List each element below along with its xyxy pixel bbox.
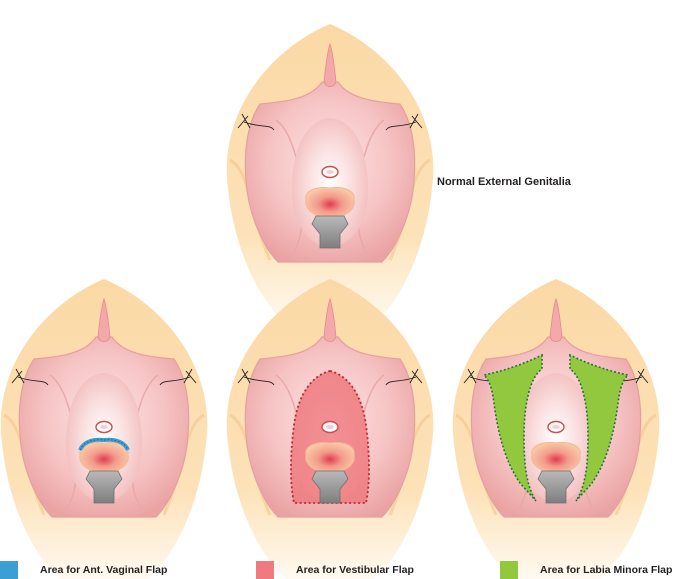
legend-swatch-labia-minora-flap (500, 561, 518, 579)
legend-item-vestibular-flap: Area for Vestibular Flap (256, 561, 414, 579)
labia-minora-flap-left (482, 353, 543, 502)
figure-caption: Normal External Genitalia (437, 176, 571, 188)
legend-swatch-ant-vaginal-flap (0, 561, 18, 579)
panel-labia-minora-flap (451, 277, 661, 579)
legend-item-labia-minora-flap: Area for Labia Minora Flap (500, 561, 672, 579)
legend-swatch-vestibular-flap (256, 561, 274, 579)
legend-label-vestibular-flap: Area for Vestibular Flap (296, 564, 414, 576)
legend-label-labia-minora-flap: Area for Labia Minora Flap (540, 564, 673, 576)
panel-ant-vaginal-flap (0, 277, 209, 579)
legend-label-ant-vaginal-flap: Area for Ant. Vaginal Flap (40, 564, 168, 576)
vestibular-flap-area (290, 370, 370, 504)
legend-item-ant-vaginal-flap: Area for Ant. Vaginal Flap (0, 561, 167, 579)
panel-vestibular-flap (225, 277, 435, 579)
labia-minora-flap-right (569, 353, 630, 502)
